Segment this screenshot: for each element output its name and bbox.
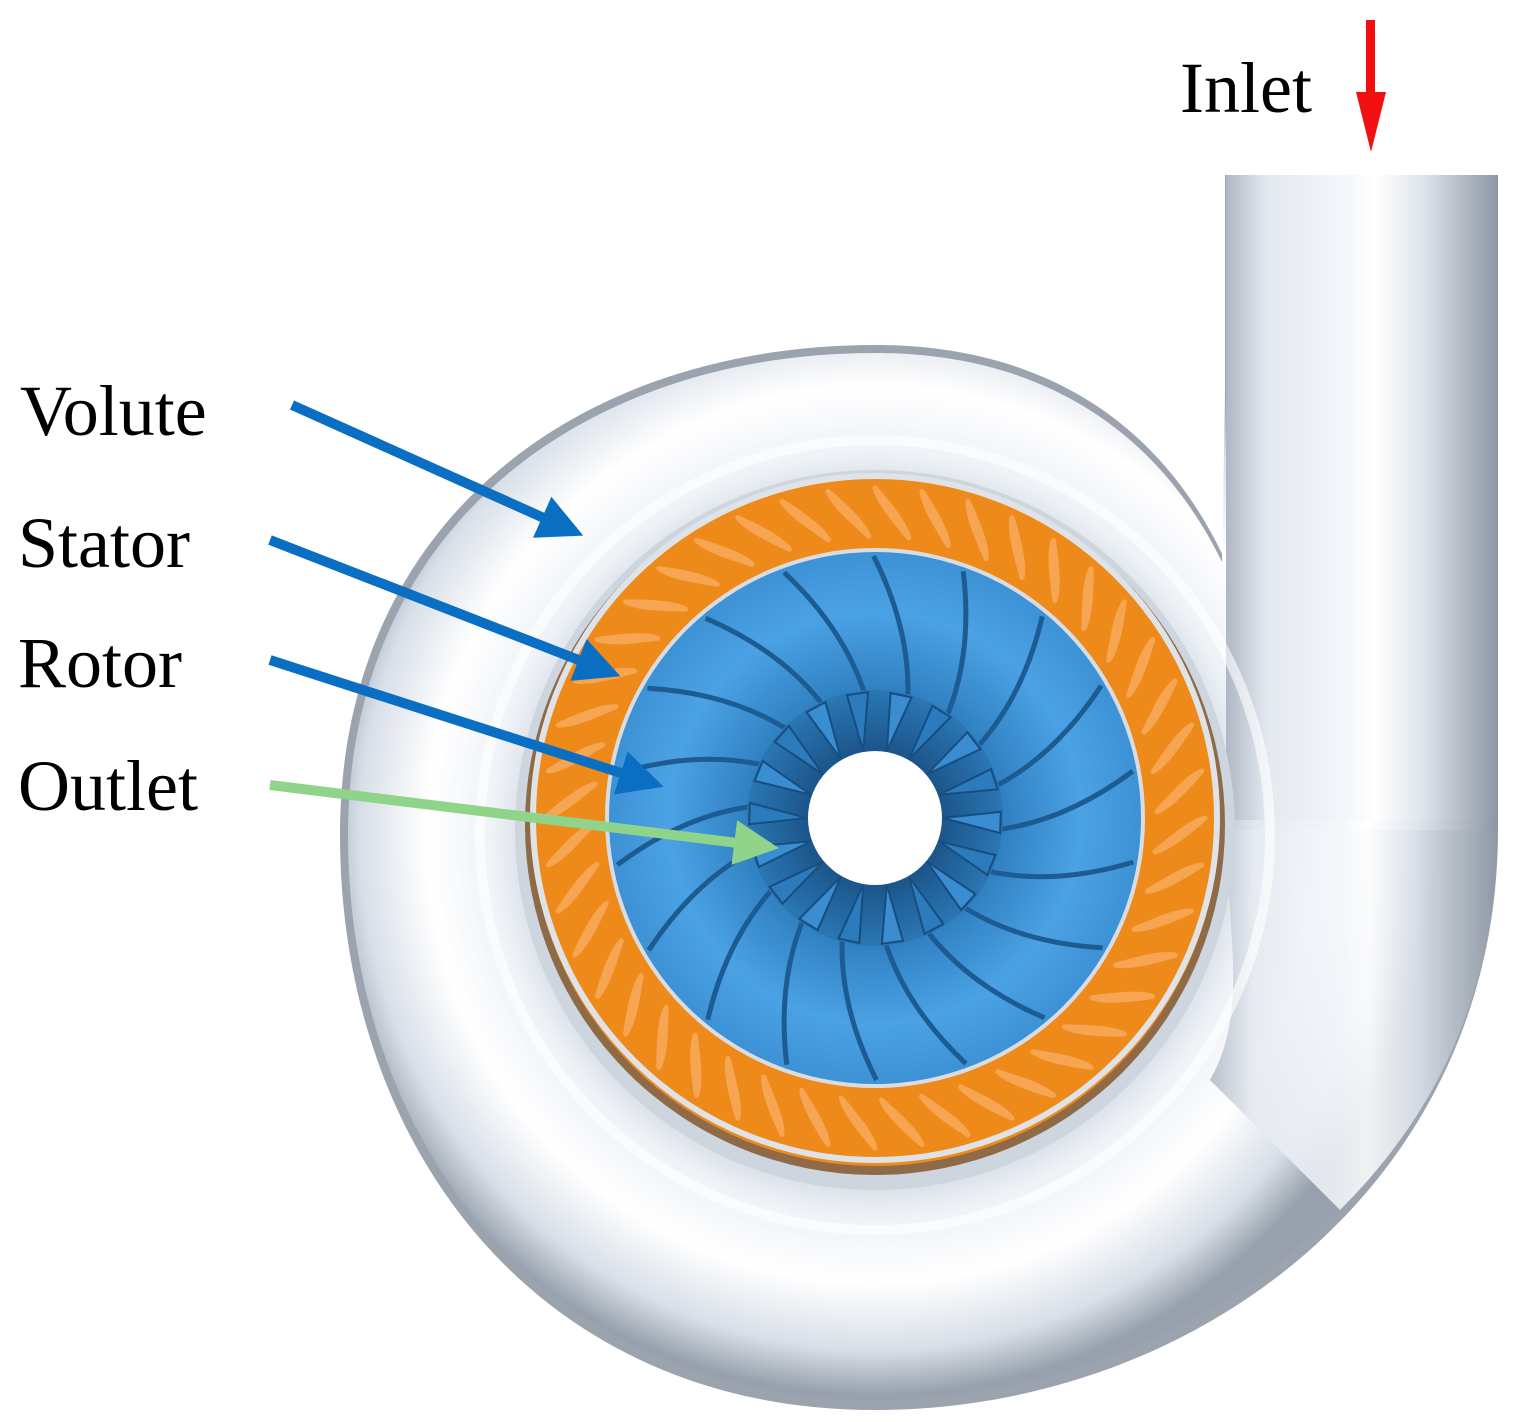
rotor-blade bbox=[990, 684, 1104, 791]
rotor-blade bbox=[705, 883, 778, 1021]
rotor-blade bbox=[871, 554, 911, 703]
hub-blade bbox=[767, 860, 824, 906]
stator-vane bbox=[1126, 637, 1156, 698]
volute-inner-highlight bbox=[475, 435, 1275, 1235]
rotor-blade bbox=[881, 936, 968, 1066]
inlet-label: Inlet bbox=[1180, 48, 1312, 128]
stator-vane bbox=[918, 1093, 971, 1138]
stator-pointer-arrow bbox=[268, 535, 621, 681]
stator-vane bbox=[1061, 1024, 1127, 1037]
hub-blade bbox=[797, 876, 842, 932]
rotor-blade bbox=[957, 901, 1103, 951]
stator-vane bbox=[1030, 1049, 1094, 1070]
stator-vane bbox=[919, 488, 951, 549]
rotor-blade bbox=[704, 615, 828, 711]
hub-blades bbox=[748, 691, 1002, 945]
rotor-blade bbox=[942, 571, 969, 722]
stator-vane bbox=[1089, 991, 1156, 1003]
stator-vane bbox=[623, 599, 689, 612]
stator-vane bbox=[1113, 952, 1178, 969]
hub-blade bbox=[773, 724, 824, 776]
stator-vane bbox=[1154, 768, 1205, 815]
stator-vane bbox=[1081, 566, 1094, 632]
outlet-label: Outlet bbox=[18, 746, 198, 826]
volute-pointer-arrow bbox=[289, 400, 584, 538]
hub-blade bbox=[926, 730, 983, 776]
stator-vane bbox=[995, 1069, 1056, 1099]
stator-vane bbox=[545, 821, 596, 868]
stator-vane bbox=[656, 566, 720, 587]
stator-vane bbox=[724, 1056, 741, 1121]
hub-blade bbox=[885, 691, 914, 752]
rotor-blade bbox=[982, 859, 1134, 880]
stator-vane bbox=[1131, 908, 1195, 932]
volute-blend bbox=[1210, 820, 1498, 1210]
stator-vane bbox=[542, 781, 598, 821]
outlet-hole bbox=[808, 751, 942, 885]
stator-vane bbox=[555, 704, 619, 728]
inlet-flow-arrow bbox=[1356, 20, 1386, 152]
rotor-blade bbox=[839, 933, 879, 1082]
stator-vane bbox=[779, 498, 832, 543]
hub-blade bbox=[836, 884, 865, 945]
rotor-blade bbox=[922, 925, 1046, 1021]
rotor-blade bbox=[615, 803, 756, 867]
stator-vane bbox=[694, 537, 755, 567]
stator-vane bbox=[1144, 862, 1205, 894]
stator-vane bbox=[1009, 515, 1026, 580]
stator-vane bbox=[594, 633, 661, 645]
stator-vane bbox=[872, 485, 912, 541]
stator-vane bbox=[623, 973, 644, 1037]
stator-vane bbox=[799, 1087, 831, 1148]
hub-blade bbox=[938, 840, 997, 877]
stator-vane bbox=[761, 1074, 785, 1138]
outlet-pointer-arrow bbox=[269, 780, 779, 865]
stator-vane bbox=[594, 938, 624, 999]
stator-vane bbox=[656, 1004, 669, 1070]
stator-vane bbox=[958, 1084, 1015, 1121]
stator-vane bbox=[838, 1095, 878, 1151]
rotor-blades bbox=[615, 554, 1135, 1082]
stator-vane bbox=[572, 901, 609, 958]
stator-vane bbox=[878, 1097, 925, 1148]
stator-vane bbox=[555, 861, 600, 914]
stator-vane bbox=[1141, 678, 1178, 735]
stator-vane bbox=[1106, 599, 1127, 663]
hub-blade bbox=[926, 860, 977, 912]
stator-vane bbox=[690, 1032, 702, 1099]
rotor-blade bbox=[972, 615, 1045, 753]
stator-vane bbox=[965, 498, 989, 562]
inlet-pipe bbox=[1226, 175, 1498, 830]
stator-vanes bbox=[542, 485, 1208, 1151]
rotor-pointer-arrow bbox=[268, 655, 664, 795]
stator-vane bbox=[1150, 722, 1195, 775]
rotor-blade bbox=[781, 914, 808, 1065]
rotor-label: Rotor bbox=[18, 623, 182, 703]
rotor-blade bbox=[647, 685, 793, 735]
hub-blade bbox=[938, 767, 1000, 796]
hub-blade bbox=[942, 810, 1002, 835]
hub-blade bbox=[880, 884, 905, 945]
hub-blade bbox=[908, 876, 945, 936]
stator-vane bbox=[825, 488, 872, 539]
stator-label: Stator bbox=[18, 503, 190, 583]
rotor bbox=[609, 552, 1141, 1084]
hub-blade bbox=[845, 691, 870, 752]
stator-vane bbox=[735, 515, 792, 552]
hub-blade bbox=[805, 700, 842, 760]
hub-blade bbox=[753, 759, 812, 796]
hub-blade bbox=[908, 704, 953, 760]
rotor-blade bbox=[782, 570, 869, 700]
volute-label: Volute bbox=[20, 371, 207, 451]
rotor-blade bbox=[994, 769, 1135, 833]
stator-vane bbox=[1152, 815, 1208, 855]
stator-vane bbox=[1048, 537, 1060, 604]
